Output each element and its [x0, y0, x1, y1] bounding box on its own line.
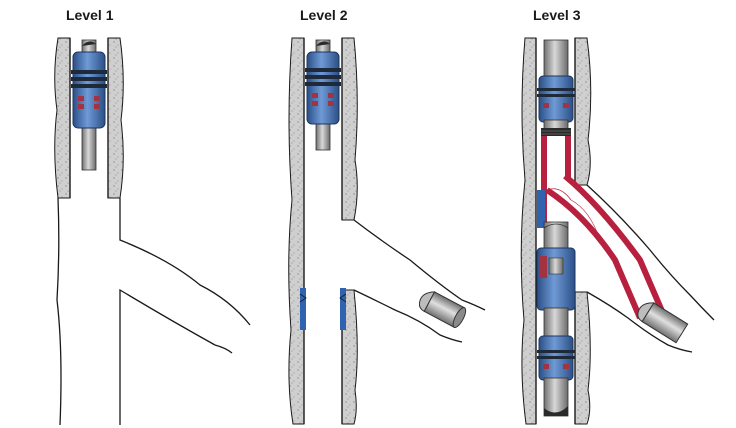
tubing-cut-bottom: [544, 406, 568, 416]
lateral-liner: [637, 302, 689, 344]
open-hole-lateral-lower: [353, 289, 463, 343]
main-bore-tubing: [543, 307, 569, 339]
cement-right-lower: [574, 291, 591, 425]
level-1-title: Level 1: [66, 7, 114, 23]
level-2-title: Level 2: [300, 7, 348, 23]
cement-left: [54, 37, 71, 199]
level-1-diagram: [54, 37, 251, 426]
seal-stack: [541, 128, 571, 136]
level-3-title: Level 3: [533, 7, 581, 23]
packer: [71, 51, 107, 129]
packer: [537, 75, 575, 123]
open-hole-lateral-lower: [119, 288, 233, 425]
cement-right: [574, 37, 592, 186]
packer: [537, 335, 575, 381]
open-hole-lateral-lower: [586, 291, 693, 353]
open-hole-lateral-upper: [353, 219, 486, 311]
cement-left: [520, 37, 537, 425]
open-hole-main: [56, 197, 62, 426]
casing-window-seal: [340, 288, 346, 330]
open-hole-lateral-upper: [586, 184, 715, 321]
packer: [536, 247, 576, 311]
junction-housing: [541, 136, 668, 320]
cement-left: [288, 37, 305, 425]
cement-right: [341, 37, 358, 221]
cement-right: [107, 37, 124, 199]
window-edge: [299, 293, 307, 303]
level-2-diagram: [288, 37, 486, 425]
level-3-diagram: [520, 37, 715, 425]
window-edge: [339, 293, 347, 303]
tubing-cut-top: [82, 41, 96, 46]
tubing: [543, 39, 569, 81]
lateral-liner: [418, 291, 467, 328]
deflector: [537, 190, 545, 228]
packer: [305, 51, 341, 125]
open-hole-lateral-upper: [119, 198, 251, 326]
casing-window-seal: [300, 288, 306, 330]
tubing-cut-top: [316, 41, 330, 46]
